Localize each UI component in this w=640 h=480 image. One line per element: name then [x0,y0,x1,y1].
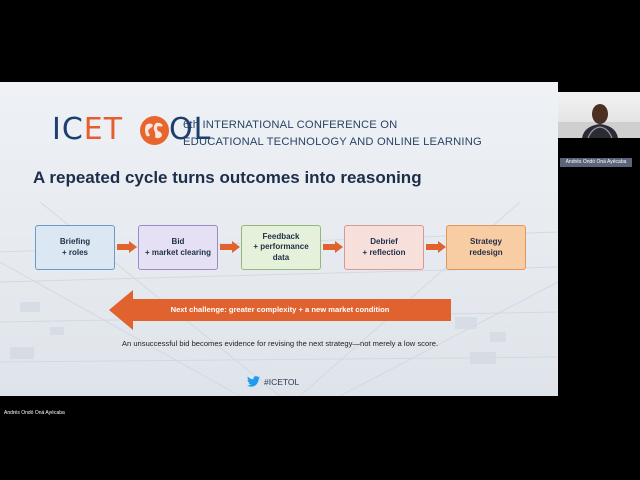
conference-line-1: 6th INTERNATIONAL CONFERENCE ON [183,119,398,131]
hashtag: #ICETOL [247,376,299,387]
participant-video[interactable] [558,92,640,138]
cycle-step-3: Feedback + performance data [241,225,321,270]
step-arrow-1 [117,241,137,253]
logo-suffix: OL [169,115,211,145]
cycle-step-1: Briefing + roles [35,225,115,270]
globe-icon [140,116,169,145]
cycle-step-5: Strategy redesign [446,225,526,270]
participant-name-label: Andrés Ondó Oná Ayécaba [560,158,632,167]
logo-part-et: ET [83,112,124,147]
slide-caption: An unsuccessful bid becomes evidence for… [121,339,439,348]
twitter-bird-icon [247,376,260,387]
slide-heading: A repeated cycle turns outcomes into rea… [33,168,422,187]
conference-line-2: EDUCATIONAL TECHNOLOGY AND ONLINE LEARNI… [183,136,482,148]
conference-title: 6th INTERNATIONAL CONFERENCE ON EDUCATIO… [183,117,482,151]
step-arrow-2 [220,241,240,253]
active-speaker-name: Andrés Ondó Oná Ayécaba [4,410,65,416]
back-arrow-label: Next challenge: greater complexity + a n… [170,305,390,314]
cycle-step-2: Bid + market clearing [138,225,218,270]
logo-part-ol: OL [169,112,212,147]
back-arrow [109,290,451,330]
logo-part-ic: IC [52,112,84,147]
step-arrow-3 [323,241,343,253]
icetol-logo: ICET [52,115,150,145]
hashtag-text: #ICETOL [264,376,300,387]
participant-avatar [558,104,640,138]
step-arrow-4 [426,241,446,253]
cycle-step-4: Debrief + reflection [344,225,424,270]
